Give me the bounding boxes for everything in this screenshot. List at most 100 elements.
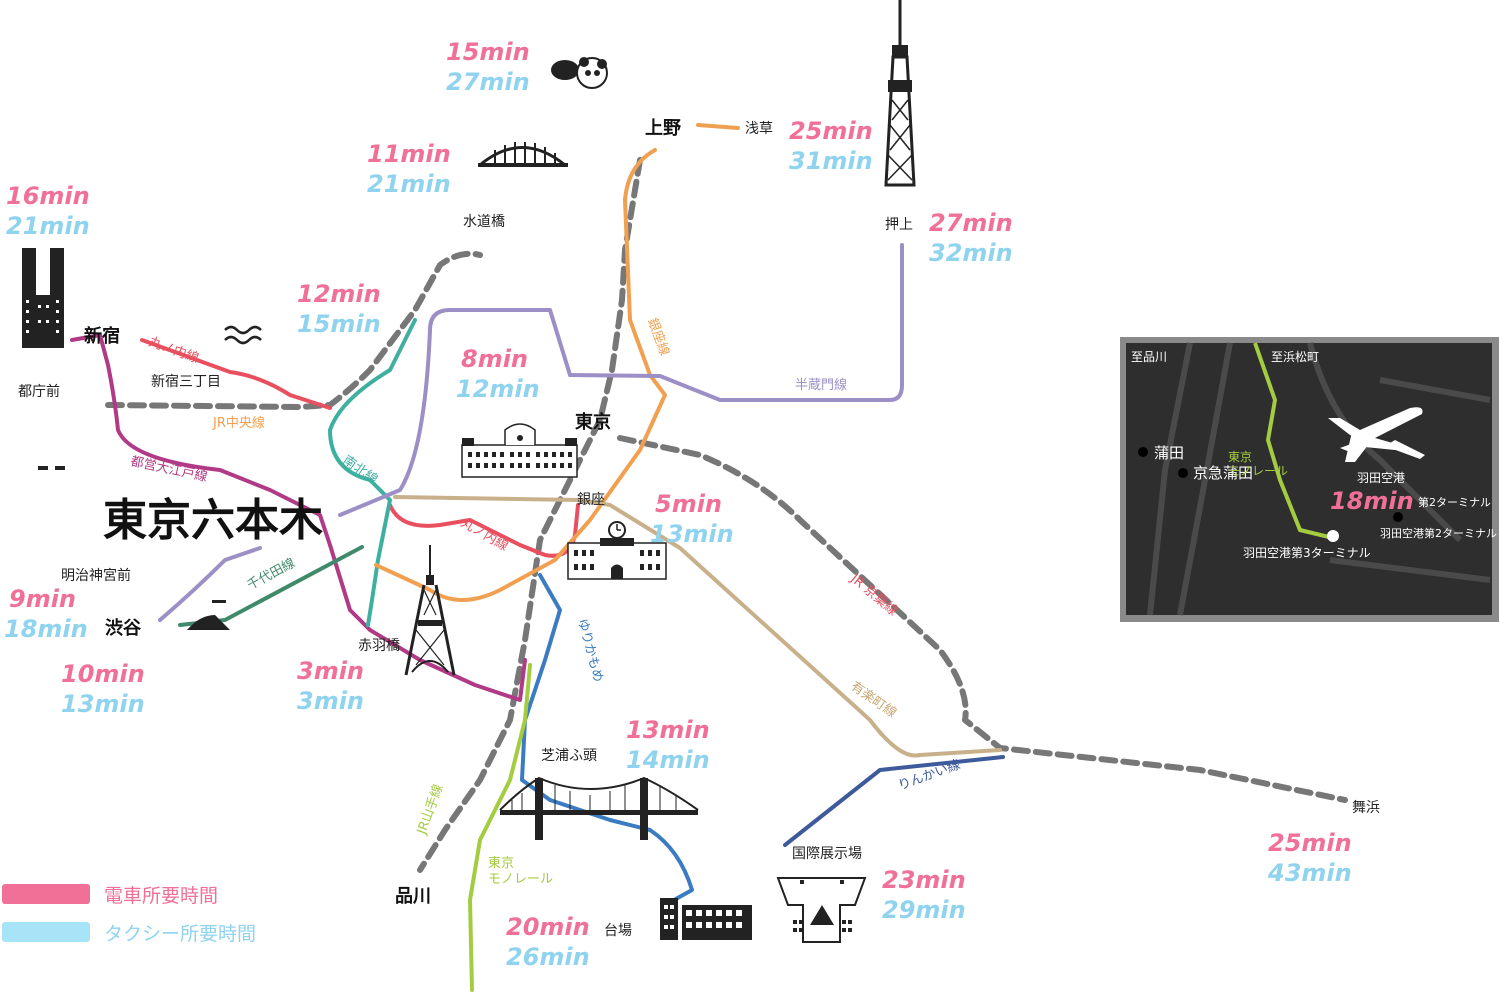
- station-ginza: 銀座: [577, 492, 605, 508]
- yurakucho-label: 有楽町線: [848, 678, 900, 721]
- hub-station-roppongi: 東京六本木: [103, 495, 323, 546]
- haneda-inset-map: 至品川 至浜松町 蒲田 京急蒲田 東京 モノレール 羽田空港 18min 第2タ…: [1120, 337, 1499, 622]
- time-train-ginza: 5min: [655, 490, 722, 518]
- chiyoda-label: 千代田線: [244, 555, 297, 594]
- inset-haneda-t3: 羽田空港第3ターミナル: [1243, 546, 1371, 560]
- tokyo-station-icon: [461, 423, 578, 478]
- hanzomon-line: [338, 243, 904, 517]
- monorail-label-2: モノレール: [488, 872, 553, 887]
- time-taxi-shinjuku-sanchome: 15min: [297, 310, 381, 338]
- inset-t2-dot: [1393, 512, 1403, 522]
- jr-yamanote-label: JR山手線: [413, 782, 446, 837]
- arch-bridge-icon: [478, 142, 568, 167]
- ginza-wako-icon: [567, 521, 667, 580]
- marunouchi-label: 丸ノ内線: [147, 334, 201, 367]
- hanzomon-line-west: [158, 546, 262, 622]
- inset-time: 18min: [1330, 487, 1414, 515]
- legend-taxi-label: タクシー所要時間: [104, 923, 256, 945]
- panda-icon: [551, 57, 608, 89]
- station-kokusai-tenjijo: 国際展示場: [792, 846, 862, 862]
- jr-yamanote-line: [417, 157, 643, 873]
- time-train-akabanebashi: 3min: [297, 657, 364, 685]
- asakusa-line: [696, 123, 740, 130]
- jr-keiyo-label: JR 京葉線: [847, 570, 901, 619]
- station-asakusa: 浅草: [745, 121, 773, 137]
- time-train-maihama: 25min: [1268, 829, 1352, 857]
- station-maihama: 舞浜: [1352, 800, 1380, 816]
- inset-to-hamamatsucho: 至浜松町: [1271, 350, 1319, 364]
- station-akabanebashi: 赤羽橋: [358, 638, 400, 654]
- marunouchi-line: [140, 338, 332, 410]
- shibuya-hill-icon: [187, 600, 230, 630]
- time-train-shibaura-futo: 13min: [626, 716, 710, 744]
- time-taxi-shibuya: 13min: [61, 690, 145, 718]
- jr-chuo-line: [105, 250, 483, 410]
- time-train-daiba: 20min: [506, 913, 590, 941]
- namboku-line: [328, 318, 417, 627]
- station-labels: 新宿 都庁前 新宿三丁目 水道橋 上野 浅草 押上 東京 銀座 明治神宮前 渋谷…: [18, 118, 1380, 939]
- time-train-shinjuku: 16min: [6, 182, 90, 210]
- station-shinjuku-sanchome: 新宿三丁目: [151, 373, 221, 390]
- time-taxi-ginza: 13min: [650, 520, 734, 548]
- hanzomon-label: 半蔵門線: [795, 377, 847, 393]
- station-ueno: 上野: [645, 118, 681, 139]
- station-shibaura-futo: 芝浦ふ頭: [541, 748, 597, 764]
- ginza-line: [374, 148, 667, 602]
- station-shibuya: 渋谷: [105, 617, 142, 639]
- time-train-ueno-zoo: 15min: [446, 38, 530, 66]
- time-taxi-meiji-jingumae: 18min: [4, 615, 88, 643]
- inset-monorail-label-1: 東京: [1228, 450, 1252, 464]
- time-train-shinjuku-sanchome: 12min: [297, 280, 381, 308]
- time-train-suidobashi: 11min: [367, 140, 451, 168]
- ginza-line-label: 銀座線: [644, 316, 672, 358]
- inset-keikyu-kamata-dot: [1178, 468, 1188, 478]
- time-taxi-ueno-zoo: 27min: [446, 68, 530, 96]
- time-taxi-skytree: 31min: [789, 147, 873, 175]
- inset-haneda: 羽田空港: [1357, 471, 1405, 485]
- time-taxi-akabanebashi: 3min: [297, 687, 364, 715]
- time-train-skytree: 25min: [789, 117, 873, 145]
- legend-taxi-swatch: [2, 922, 90, 942]
- landmark-icons: [22, 0, 916, 943]
- time-train-tokyo: 8min: [461, 345, 528, 373]
- time-taxi-kokusai-tenjijo: 29min: [882, 896, 966, 924]
- jr-chuo-label: JR中央線: [212, 415, 265, 431]
- station-oshiage: 押上: [885, 217, 913, 233]
- station-suidobashi: 水道橋: [463, 214, 505, 230]
- big-sight-icon: [776, 877, 867, 943]
- legend-train-swatch: [2, 884, 90, 904]
- station-daiba: 台場: [604, 923, 632, 939]
- skytree-icon: [884, 0, 916, 187]
- inset-to-shinagawa: 至品川: [1131, 350, 1167, 364]
- time-train-shibuya: 10min: [61, 660, 145, 688]
- station-tochomae: 都庁前: [18, 383, 60, 400]
- shrine-marker-icon: [38, 466, 65, 470]
- time-taxi-suidobashi: 21min: [367, 170, 451, 198]
- station-tokyo: 東京: [575, 411, 611, 433]
- airplane-icon: [1328, 407, 1425, 462]
- tocho-building-icon: [22, 248, 64, 348]
- monorail-label-1: 東京: [488, 855, 514, 871]
- inset-kamata-dot: [1138, 447, 1148, 457]
- station-shinagawa: 品川: [395, 886, 431, 907]
- yurakucho-line: [393, 495, 1002, 758]
- inset-kamata: 蒲田: [1154, 444, 1184, 462]
- time-taxi-tokyo: 12min: [456, 375, 540, 403]
- oedo-line: [70, 333, 527, 702]
- time-train-oshiage: 27min: [929, 209, 1013, 237]
- time-taxi-daiba: 26min: [506, 943, 590, 971]
- yurikamome-label: ゆりかもめ: [574, 617, 605, 684]
- monorail-line: [468, 663, 532, 992]
- oedo-label: 都営大江戸線: [129, 453, 209, 485]
- time-taxi-shinjuku: 21min: [6, 212, 90, 240]
- travel-times: 15min 27min 25min 31min 27min 32min 11mi…: [4, 38, 1352, 971]
- legend: 電車所要時間 タクシー所要時間: [2, 884, 256, 945]
- inset-keikyu-kamata: 京急蒲田: [1193, 464, 1253, 482]
- time-taxi-shibaura-futo: 14min: [626, 746, 710, 774]
- legend-train-label: 電車所要時間: [104, 885, 218, 907]
- time-taxi-maihama: 43min: [1267, 859, 1352, 887]
- inset-monorail-label-2: モノレール: [1228, 464, 1288, 478]
- station-shinjuku: 新宿: [84, 325, 120, 347]
- time-train-kokusai-tenjijo: 23min: [882, 866, 966, 894]
